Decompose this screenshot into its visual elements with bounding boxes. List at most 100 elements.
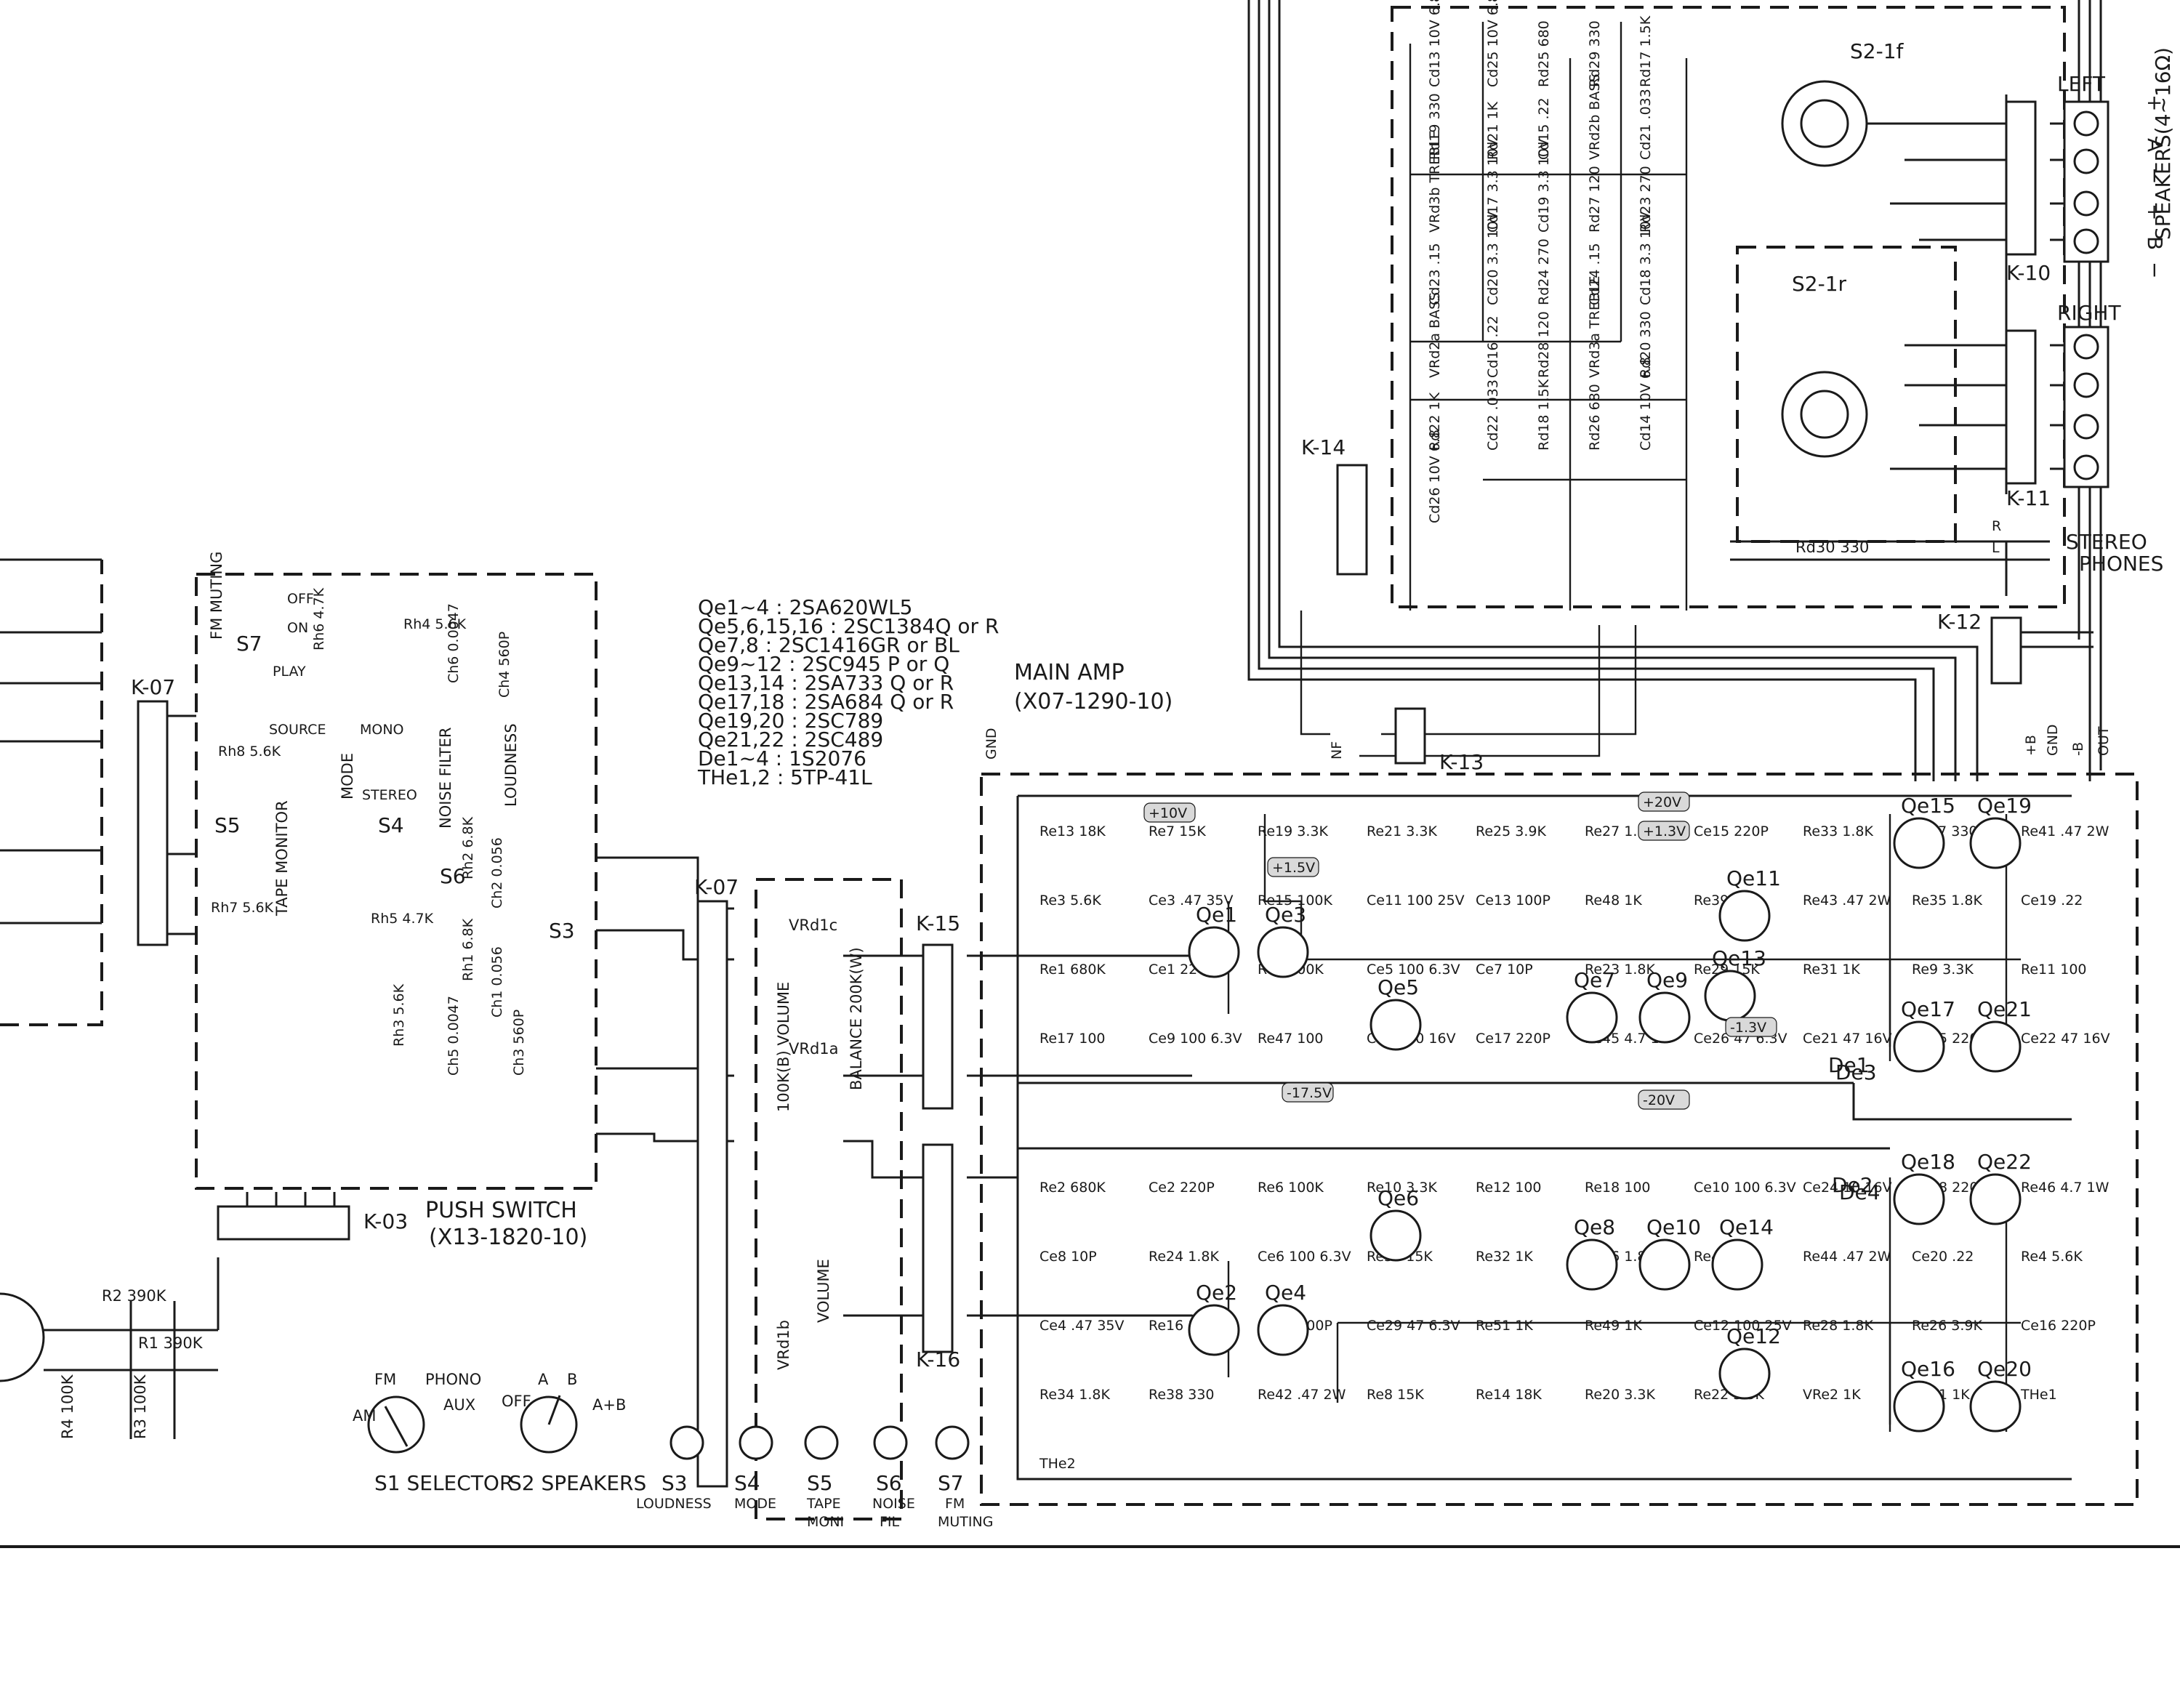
speaker-terminals bbox=[2063, 100, 2109, 488]
speaker-b-minus: − bbox=[2143, 262, 2167, 278]
transistor-symbol bbox=[1893, 817, 1945, 869]
push-switch-part: (X13-1820-10) bbox=[429, 1225, 587, 1250]
amp-lower-part-label: Re26 3.9K bbox=[1912, 1318, 1982, 1334]
tone-part-label: Rd27 120 bbox=[1587, 166, 1603, 233]
k15-block bbox=[922, 943, 954, 1110]
transistor-symbol bbox=[1969, 1173, 2022, 1225]
volume-vr1b: VRd1b bbox=[775, 1320, 792, 1370]
tone-part-label: Rd22 1K bbox=[1427, 392, 1443, 451]
voltage-tag: +20V bbox=[1643, 794, 1681, 810]
transistor-symbol bbox=[1257, 1304, 1309, 1356]
main-amp-title: MAIN AMP bbox=[1014, 660, 1125, 685]
board-outlines bbox=[0, 6, 2139, 1520]
control-s6: S6 bbox=[876, 1471, 902, 1495]
k07-right-block bbox=[137, 700, 169, 946]
tone-part-label: Cd26 10V 6.8 bbox=[1427, 430, 1443, 523]
pin-nf: NF bbox=[1329, 741, 1345, 760]
transistor-label: Qe2 bbox=[1196, 1281, 1237, 1305]
tone-part-label: VRd2b BASS bbox=[1587, 73, 1603, 160]
tone-part-label: Cd25 10V 6.8 bbox=[1485, 0, 1501, 87]
transistor-label: Qe4 bbox=[1265, 1281, 1306, 1305]
amp-lower-part-label: Ce16 220P bbox=[2021, 1318, 2096, 1334]
speaker-rating: SPEAKERS(4~16Ω) bbox=[2151, 47, 2175, 240]
preamp-part-label: Rh4 5.6K bbox=[403, 616, 467, 632]
tone-part-label: Rd25 680 bbox=[1536, 20, 1552, 87]
voltage-tags: +10V+1.5V-17.5V+20V+1.3V-1.3V-20V bbox=[1143, 791, 1777, 1110]
transistor-label: Qe18 bbox=[1901, 1150, 1955, 1174]
speaker-a-label: A bbox=[2143, 138, 2167, 152]
s7-button bbox=[935, 1425, 970, 1460]
switch-on: ON bbox=[287, 620, 308, 636]
input-part-label: R2 390K bbox=[102, 1287, 167, 1305]
amp-lower-part-label: Ce20 .22 bbox=[1912, 1249, 1974, 1265]
switch-noise-filter: NOISE FILTER bbox=[437, 728, 454, 829]
amp-lower-part-label: Re8 15K bbox=[1367, 1387, 1424, 1403]
tone-part-label: VRd3b TREBLE bbox=[1427, 130, 1443, 233]
pin-out: OUT bbox=[2096, 726, 2112, 756]
tone-part-label: Cd23 .15 bbox=[1427, 243, 1443, 305]
connector-k16: K-16 bbox=[916, 1348, 960, 1371]
tone-part-label: VRd3a TREBLE bbox=[1587, 276, 1603, 378]
speaker-a-plus: + bbox=[2143, 94, 2167, 111]
knob-phono: PHONO bbox=[425, 1371, 481, 1388]
transistor-symbol bbox=[1711, 1238, 1763, 1291]
transistor-list-line: Qe13,14 : 2SA733 Q or R bbox=[698, 671, 954, 695]
transistor-symbol bbox=[1969, 817, 2022, 869]
tone-part-label: Cd24 .15 bbox=[1587, 243, 1603, 305]
switch-s2r: S2-1r bbox=[1792, 272, 1847, 296]
switch-mono: MONO bbox=[360, 722, 404, 738]
k12-block bbox=[1990, 616, 2022, 685]
amp-lower-part-label: Re49 1K bbox=[1585, 1318, 1642, 1334]
s3-button bbox=[669, 1425, 704, 1460]
speaker-b-plus: + bbox=[2143, 204, 2167, 220]
tone-part-label: Rd23 270 bbox=[1638, 166, 1654, 233]
amp-upper-part-label: Ce7 10P bbox=[1476, 962, 1533, 978]
phones-line1: STEREO bbox=[2066, 530, 2147, 554]
transistor-list-line: Qe19,20 : 2SC789 bbox=[698, 709, 883, 733]
pin-gnd-2: GND bbox=[2045, 724, 2061, 756]
amp-lower-part-label: Re32 1K bbox=[1476, 1249, 1533, 1265]
rotary-switches bbox=[0, 80, 1868, 1382]
amp-upper-part-label: Ce13 100P bbox=[1476, 893, 1550, 909]
amp-lower-part-label: Re4 5.6K bbox=[2021, 1249, 2083, 1265]
control-s5b: TAPE bbox=[806, 1496, 841, 1512]
preamp-part-label: Ch6 0.0047 bbox=[446, 603, 462, 683]
pin-plus-b: +B bbox=[2023, 735, 2039, 756]
amp-upper-part-label: Ce3 .47 35V bbox=[1149, 893, 1234, 909]
switch-s4: S4 bbox=[378, 813, 404, 837]
switch-s5: S5 bbox=[214, 813, 241, 837]
amp-lower-part-label: Re28 1.8K bbox=[1803, 1318, 1873, 1334]
switch-fm-muting: FM MUTING bbox=[208, 552, 225, 640]
speaker-a-minus: − bbox=[2143, 167, 2167, 184]
speaker-right: RIGHT bbox=[2057, 301, 2121, 325]
preamp-part-label: Ch3 560P bbox=[511, 1010, 527, 1076]
knob-a: A bbox=[538, 1371, 549, 1388]
amp-lower-part-label: Re14 18K bbox=[1476, 1387, 1542, 1403]
amp-lower-part-label: Re51 1K bbox=[1476, 1318, 1533, 1334]
tone-part-label: Cd21 .033 bbox=[1638, 89, 1654, 160]
k11-block bbox=[2005, 329, 2037, 485]
volume-vr1c: VRd1c bbox=[789, 917, 837, 934]
control-s7b: FM bbox=[945, 1496, 965, 1512]
amp-upper-part-label: Re15 100K bbox=[1258, 893, 1333, 909]
amp-lower-part-label: Re18 100 bbox=[1585, 1180, 1651, 1196]
volume-spec: 100K(B) VOLUME bbox=[775, 982, 792, 1112]
transistor-list-line: Qe21,22 : 2SC489 bbox=[698, 728, 883, 752]
control-s5: S5 bbox=[807, 1471, 833, 1495]
input-part-label: R3 100K bbox=[132, 1374, 149, 1439]
control-s3b: LOUDNESS bbox=[636, 1496, 712, 1512]
input-part-label: R1 390K bbox=[138, 1334, 204, 1352]
transistor-list-line: Qe9~12 : 2SC945 P or Q bbox=[698, 652, 949, 676]
volume-board bbox=[755, 878, 903, 1520]
connector-k03: K-03 bbox=[363, 1209, 408, 1233]
tone-part-label: Cd20 3.3 10V bbox=[1485, 212, 1501, 305]
tone-part-label: Cd14 10V 6.8 bbox=[1638, 357, 1654, 451]
wiring bbox=[0, 0, 2180, 1548]
phones-r: R bbox=[1992, 518, 2001, 534]
s5-button bbox=[804, 1425, 839, 1460]
transistor-label: Qe14 bbox=[1719, 1215, 1774, 1239]
preamp-part-label: Rh2 6.8K bbox=[460, 816, 476, 879]
transistor-symbol bbox=[1566, 991, 1618, 1044]
